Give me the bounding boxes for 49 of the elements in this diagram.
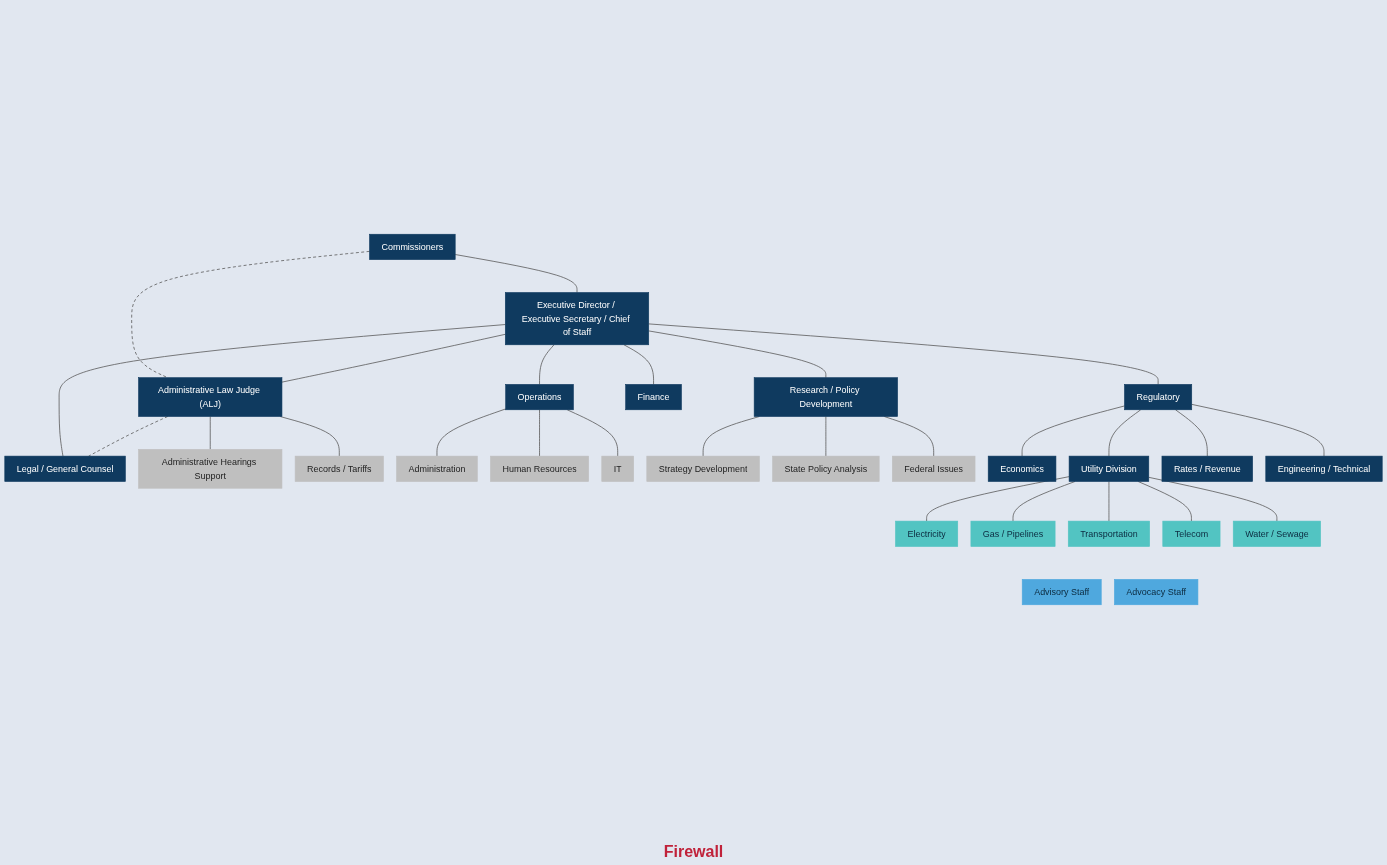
connector — [209, 416, 211, 450]
connector — [279, 416, 340, 457]
node-box: Rates / Revenue — [1161, 455, 1253, 482]
connector — [926, 476, 1070, 522]
connector — [1175, 409, 1208, 457]
node-box: Water / Sewage — [1232, 520, 1321, 547]
node-box: Utility Division — [1068, 455, 1150, 482]
node-box: Administration — [396, 455, 478, 482]
node-box: Telecom — [1162, 520, 1221, 547]
node-box: Advocacy Staff — [1114, 579, 1199, 606]
connector — [539, 409, 540, 457]
node-box: Finance — [625, 384, 682, 411]
node-box: Operations — [505, 384, 574, 411]
connector — [281, 333, 506, 383]
node-box: Strategy Development — [646, 455, 760, 482]
node-box: Gas / Pipelines — [970, 520, 1056, 547]
node-box: Administrative Hearings Support — [138, 449, 283, 489]
connector — [1191, 403, 1325, 457]
connector — [566, 409, 619, 457]
node-box: Electricity — [895, 520, 959, 547]
connector — [58, 324, 506, 457]
node-box: Research / Policy Development — [753, 377, 898, 417]
node-box: Human Resources — [490, 455, 589, 482]
node-box: State Policy Analysis — [772, 455, 880, 482]
connector — [825, 416, 827, 457]
node-box: Federal Issues — [892, 455, 976, 482]
connector — [539, 344, 555, 385]
node-box: Records / Tariffs — [294, 455, 384, 482]
node-box: Regulatory — [1124, 384, 1193, 411]
connector — [648, 330, 827, 379]
connector — [436, 408, 507, 457]
connector — [1021, 405, 1125, 457]
connector — [1148, 476, 1278, 522]
node-box: Transportation — [1067, 520, 1150, 547]
node-box: Engineering / Technical — [1265, 455, 1383, 482]
node-box: Advisory Staff — [1021, 579, 1102, 606]
connector — [623, 344, 654, 385]
node-box: Economics — [987, 455, 1057, 482]
node-box: Legal / General Counsel — [4, 455, 126, 482]
connector — [1108, 409, 1142, 457]
node-box: Commissioners — [369, 233, 456, 260]
connector — [131, 251, 370, 379]
connector — [648, 323, 1159, 385]
connector — [1108, 481, 1110, 522]
firewall-label: Firewall — [663, 843, 724, 860]
node-box: IT — [601, 455, 634, 482]
node-box: Executive Director / Executive Secretary / Chief of Staff — [505, 292, 650, 346]
node-box: Administrative Law Judge (ALJ) — [138, 377, 283, 417]
connector — [454, 254, 578, 293]
